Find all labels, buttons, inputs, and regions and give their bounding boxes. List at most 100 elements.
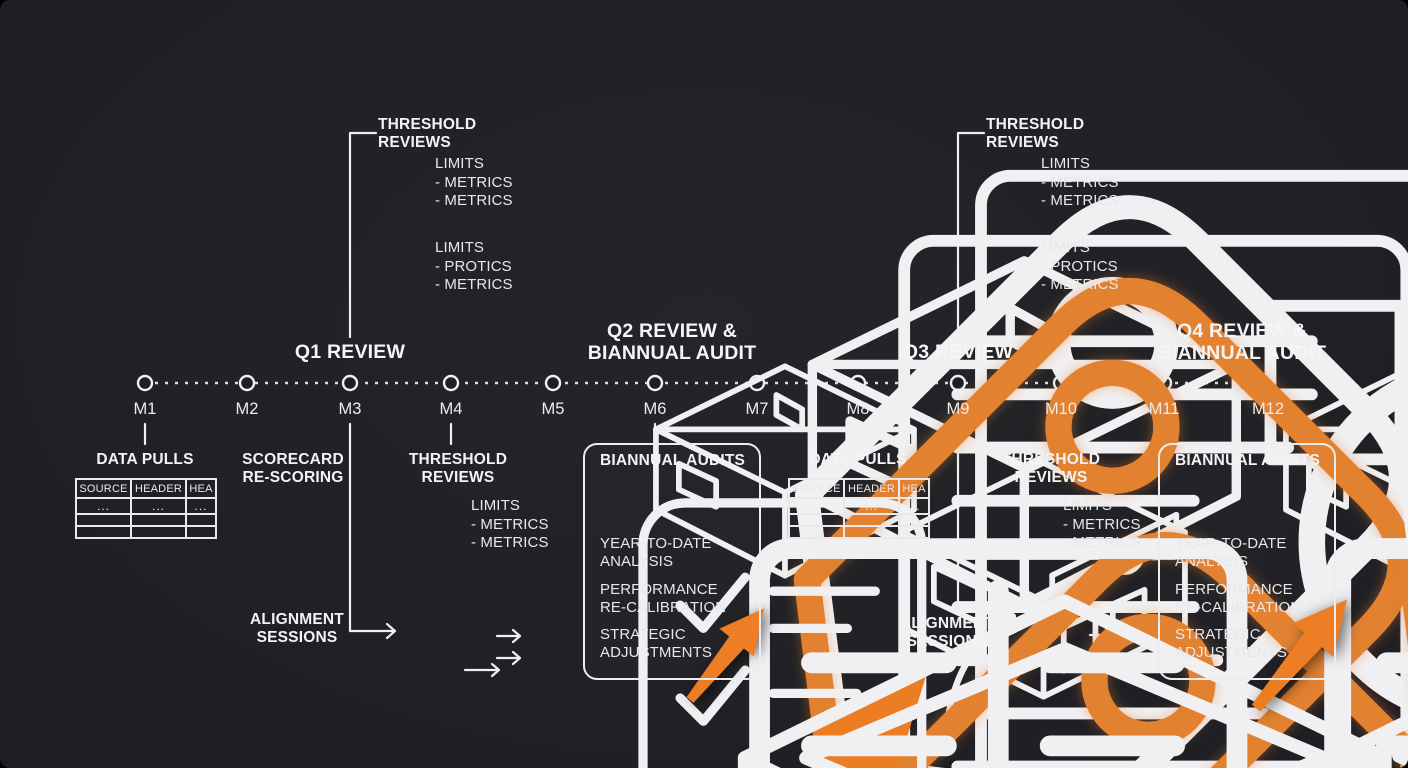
table-header-cell: HEA xyxy=(185,478,217,499)
heading-line: RE-SCORING xyxy=(242,469,344,486)
item-line: YEAR-TO-DATE xyxy=(600,535,712,552)
q3-review-label: Q3 REVIEW xyxy=(902,341,1014,363)
heading-line: THRESHOLD xyxy=(1001,451,1101,468)
storefront-icon xyxy=(1336,598,1408,768)
table-header-cell: HEA xyxy=(898,478,930,499)
timeline-node xyxy=(136,374,154,392)
month-label: M7 xyxy=(745,400,769,418)
timeline-node xyxy=(748,374,766,392)
item-line: ADJUSTMENTS xyxy=(1175,643,1287,661)
table-cell xyxy=(788,513,845,527)
heading-line: REVIEWS xyxy=(378,134,451,151)
tag-label-group: LIMITS - METRICS - METRICS xyxy=(1063,497,1141,553)
item-line: ADJUSTMENTS xyxy=(600,643,712,661)
table-header-cell: HEADER xyxy=(130,478,187,499)
tag-item: - METRICS xyxy=(1063,515,1141,533)
item-line: ANALYSIS xyxy=(600,552,674,570)
month-label: M6 xyxy=(643,400,667,418)
biannual-item: YEAR-TO-DATE ANALYSIS xyxy=(600,535,712,570)
data-pulls-table: SOURCE HEADER HEA ... ... ... xyxy=(788,478,930,539)
biannual-audits-heading: BIANNUAL AUDITS xyxy=(600,452,746,469)
q2-review-label: Q2 REVIEW & BIANNUAL AUDIT xyxy=(572,320,772,364)
biannual-item: PERFORMANCE RE-CALIBRATION xyxy=(1175,581,1301,616)
timeline-node xyxy=(544,374,562,392)
biannual-audits-heading: BIANNUAL AUDITS xyxy=(1175,452,1321,469)
table-cell: ... xyxy=(185,497,217,515)
tag-heading: LIMITS xyxy=(1041,155,1090,172)
table-header-cell: HEADER xyxy=(843,478,900,499)
item-line: PERFORMANCE xyxy=(600,581,718,598)
audit-sheets-magnifier-icon xyxy=(1335,549,1408,768)
month-label: M3 xyxy=(338,400,362,418)
item-line: PERFORMANCE xyxy=(1175,581,1293,598)
table-cell xyxy=(843,525,900,539)
table-cell xyxy=(185,513,217,527)
tag-item: - METRICS xyxy=(435,276,513,293)
tag-item: - METRICS xyxy=(1041,173,1119,191)
item-line: ANALYSIS xyxy=(1175,552,1249,570)
month-label: M10 xyxy=(1044,400,1078,418)
month-label: M11 xyxy=(1148,400,1180,418)
tag-item: - METRICS xyxy=(1063,534,1141,551)
tag-heading: LIMITS xyxy=(471,497,520,514)
item-line: RE-CALIBRATION xyxy=(600,598,727,616)
alignment-sessions-heading: ALIGNMENT SESSIONS xyxy=(872,615,1022,651)
table-cell xyxy=(898,525,930,539)
biannual-audits-panel xyxy=(1158,443,1336,680)
heading-line: SESSIONS xyxy=(256,629,338,646)
table-cell xyxy=(898,513,930,527)
biannual-item: PERFORMANCE RE-CALIBRATION xyxy=(600,581,726,616)
tag-label-group: LIMITS - METRICS - METRICS xyxy=(435,155,513,211)
biannual-item: STRATEGIC ADJUSTMENTS xyxy=(1175,626,1287,661)
tag-item: - PROTICS xyxy=(1041,257,1118,275)
threshold-reviews-heading: THRESHOLD REVIEWS xyxy=(383,451,533,487)
tag-item: - PROTICS xyxy=(435,257,512,275)
table-cell xyxy=(75,525,132,539)
table-cell xyxy=(130,513,187,527)
tag-item: - METRICS xyxy=(435,192,513,209)
month-label: M5 xyxy=(541,400,565,418)
label-line: BIANNUAL AUDIT xyxy=(587,342,757,364)
table-cell xyxy=(843,513,900,527)
tag-heading: LIMITS xyxy=(1063,497,1112,514)
table-cell xyxy=(75,513,132,527)
tag-label-group: LIMITS - METRICS - METRICS xyxy=(471,497,549,553)
item-line: STRATEGIC xyxy=(600,626,686,643)
heading-line: REVIEWS xyxy=(986,134,1059,151)
tag-label-group: LIMITS - PROTICS - METRICS xyxy=(435,239,513,295)
tag-heading: LIMITS xyxy=(1041,239,1090,256)
threshold-reviews-heading: THRESHOLD REVIEWS xyxy=(378,116,476,152)
label-line: BIANNUAL AUDIT xyxy=(1157,342,1327,364)
item-line: RE-CALIBRATION xyxy=(1175,598,1302,616)
data-pulls-heading: DATA PULLS xyxy=(96,451,194,468)
heading-line: ALIGNMENT xyxy=(900,615,994,632)
item-line: YEAR-TO-DATE xyxy=(1175,535,1287,552)
data-pulls-heading: DATA PULLS xyxy=(809,451,907,468)
month-label: M9 xyxy=(946,400,970,418)
label-line: Q4 REVIEW & xyxy=(1176,320,1308,342)
month-label: M1 xyxy=(133,400,157,418)
tag-item: - METRICS xyxy=(1041,276,1119,293)
table-header-cell: SOURCE xyxy=(75,478,132,499)
table-cell xyxy=(130,525,187,539)
timeline-node xyxy=(646,374,664,392)
threshold-reviews-heading: THRESHOLD REVIEWS xyxy=(976,451,1126,487)
data-pulls-table: SOURCE HEADER HEA ... ... ... xyxy=(75,478,217,539)
tag-label-group: LIMITS - PROTICS - METRICS xyxy=(1041,239,1119,295)
threshold-reviews-heading: THRESHOLD REVIEWS xyxy=(986,116,1084,152)
heading-line: REVIEWS xyxy=(1014,469,1088,486)
tag-item: - METRICS xyxy=(435,173,513,191)
heading-line: THRESHOLD xyxy=(986,116,1085,133)
timeline-node xyxy=(442,374,460,392)
timeline-node xyxy=(1155,374,1173,392)
timeline-axis xyxy=(136,374,1277,392)
table-cell: ... xyxy=(75,497,132,515)
table-cell: ... xyxy=(898,497,930,515)
biannual-item: YEAR-TO-DATE ANALYSIS xyxy=(1175,535,1287,570)
table-cell xyxy=(185,525,217,539)
timeline-node xyxy=(341,374,359,392)
tag-heading: LIMITS xyxy=(435,239,484,256)
heading-line: THRESHOLD xyxy=(408,451,508,468)
timeline-node xyxy=(849,374,867,392)
